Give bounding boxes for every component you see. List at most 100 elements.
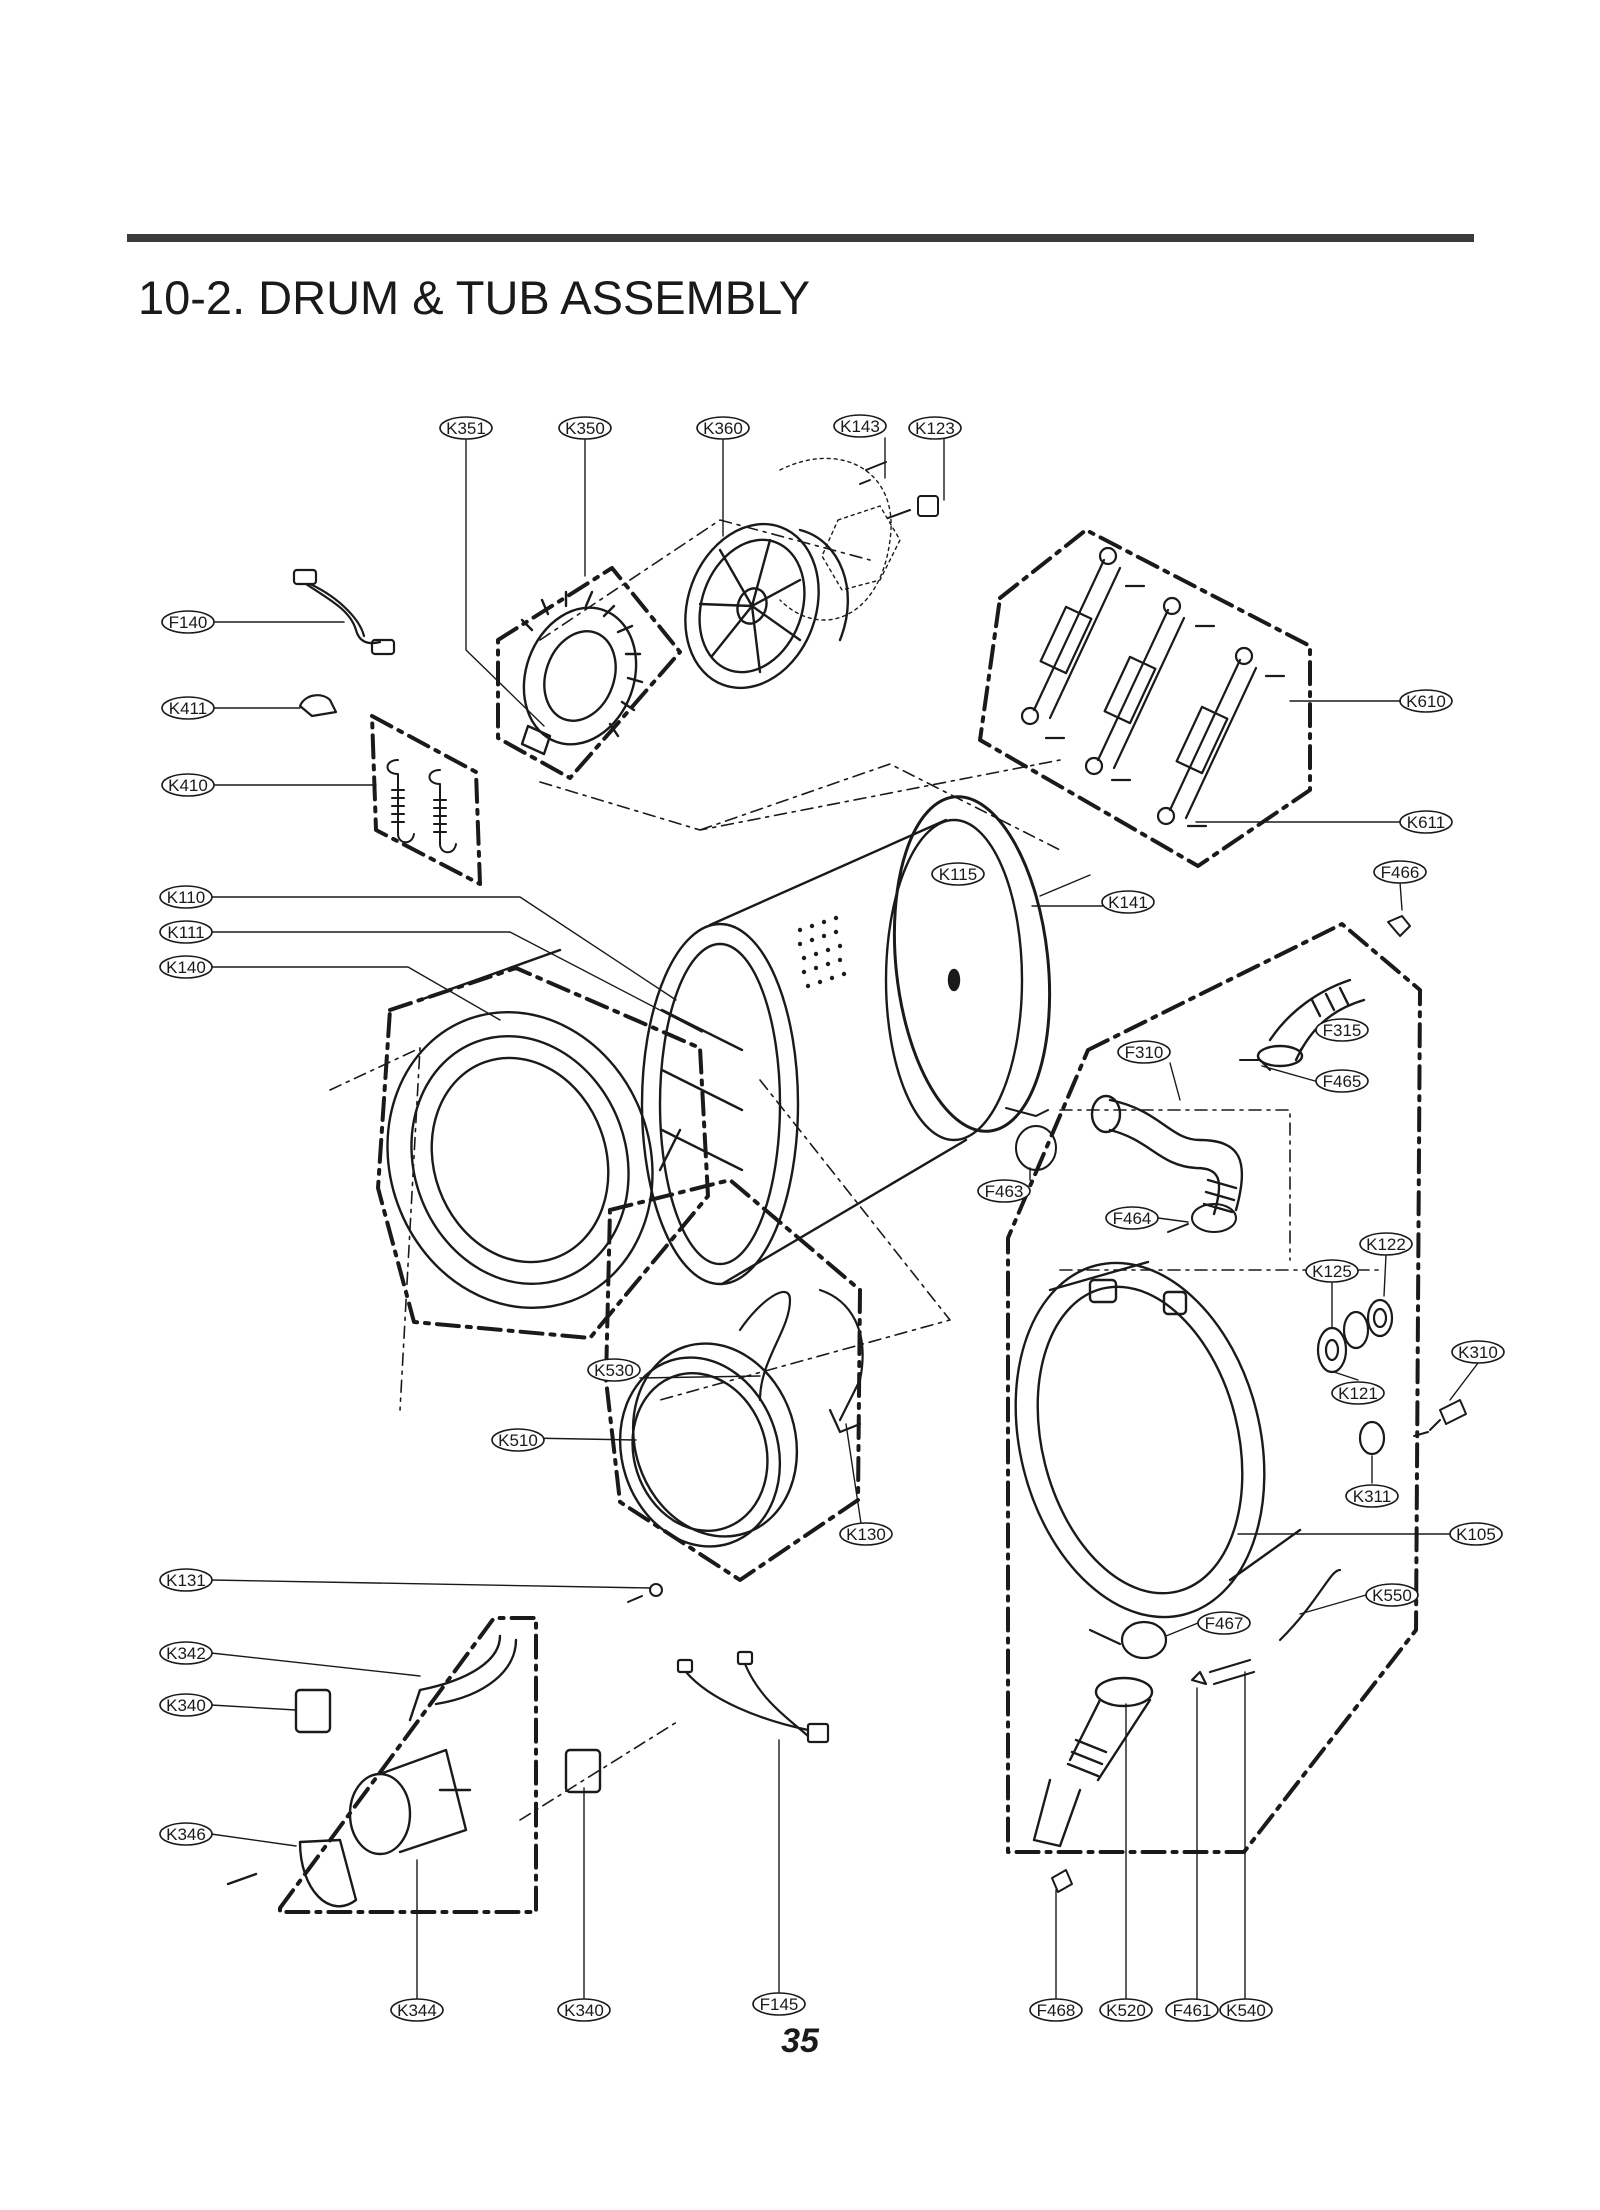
callout-text: F468 xyxy=(1037,2001,1076,2020)
callout-text: F310 xyxy=(1125,1043,1164,1062)
callout-k340-left: K340 xyxy=(159,1693,213,1717)
callout-text: K342 xyxy=(166,1644,206,1663)
callout-text: K143 xyxy=(840,417,880,436)
callout-k140: K140 xyxy=(159,955,213,979)
callout-f315: F315 xyxy=(1315,1018,1369,1042)
callout-text: K520 xyxy=(1106,2001,1146,2020)
bearings-k121-k125-k122 xyxy=(1316,1298,1394,1374)
callout-k123: K123 xyxy=(908,416,962,440)
callout-k610: K610 xyxy=(1399,689,1453,713)
callout-k344: K344 xyxy=(390,1998,444,2022)
tub-front-k140 xyxy=(386,948,682,1310)
valve-group xyxy=(226,1634,602,1908)
hose-f310 xyxy=(1090,1094,1244,1216)
callout-k520: K520 xyxy=(1099,1998,1153,2022)
callout-k131: K131 xyxy=(159,1568,213,1592)
rotor-k360 xyxy=(684,522,849,690)
callout-k130: K130 xyxy=(839,1522,893,1546)
callout-k340-bottom: K340 xyxy=(557,1998,611,2022)
callout-text: K130 xyxy=(846,1525,886,1544)
callout-k111: K111 xyxy=(159,920,213,944)
callout-text: F467 xyxy=(1205,1614,1244,1633)
callout-f467: F467 xyxy=(1197,1611,1251,1635)
callout-text: K510 xyxy=(498,1431,538,1450)
callout-text: K550 xyxy=(1372,1586,1412,1605)
callout-text: K351 xyxy=(446,419,486,438)
callout-k510: K510 xyxy=(491,1428,545,1452)
callout-k115: K115 xyxy=(931,862,985,886)
shock-absorbers-k610 xyxy=(1020,546,1286,828)
callout-k350: K350 xyxy=(558,416,612,440)
callout-text: K105 xyxy=(1456,1525,1496,1544)
callout-f464: F464 xyxy=(1105,1206,1159,1230)
callout-text: F140 xyxy=(169,613,208,632)
callout-text: K340 xyxy=(166,1696,206,1715)
drum-k115 xyxy=(640,818,1024,1286)
callout-k342: K342 xyxy=(159,1641,213,1665)
callout-k141: K141 xyxy=(1101,890,1155,914)
callout-text: F463 xyxy=(985,1182,1024,1201)
callout-text: K123 xyxy=(915,419,955,438)
page-title: 10-2. DRUM & TUB ASSEMBLY xyxy=(138,271,811,324)
callout-k550: K550 xyxy=(1365,1583,1419,1607)
wire-harness-f140 xyxy=(292,568,396,656)
callout-f461: F461 xyxy=(1165,1998,1219,2022)
stator-k350 xyxy=(520,590,644,756)
callout-labels: K351 K350 K360 K143 K123 F140 K411 K410 … xyxy=(159,414,1505,2022)
callout-k346: K346 xyxy=(159,1822,213,1846)
callout-text: K121 xyxy=(1338,1384,1378,1403)
callout-text: K115 xyxy=(939,865,977,884)
callout-f468: F468 xyxy=(1029,1998,1083,2022)
callout-text: K140 xyxy=(166,958,206,977)
callout-text: F464 xyxy=(1113,1209,1152,1228)
wire-harness-f145 xyxy=(676,1650,830,1744)
callout-k110: K110 xyxy=(159,885,213,909)
screw-k131 xyxy=(627,1583,663,1603)
callout-text: K410 xyxy=(168,776,208,795)
callout-text: F461 xyxy=(1173,2001,1212,2020)
springs-k410 xyxy=(386,759,457,854)
callout-text: K111 xyxy=(167,923,204,942)
drain-parts xyxy=(1088,1568,1342,1686)
callout-text: K360 xyxy=(703,419,743,438)
callout-text: K131 xyxy=(166,1571,206,1590)
callout-f145: F145 xyxy=(752,1992,806,2016)
callout-k530: K530 xyxy=(587,1358,641,1382)
ring-k141 xyxy=(892,795,1052,1133)
callout-text: K340 xyxy=(564,2001,604,2020)
leader-lines xyxy=(210,437,1479,2001)
callout-text: K610 xyxy=(1406,692,1446,711)
callout-text: K411 xyxy=(169,699,207,718)
callout-text: K350 xyxy=(565,419,605,438)
callout-text: K311 xyxy=(1353,1487,1391,1506)
header-rule xyxy=(127,234,1474,242)
callout-text: K141 xyxy=(1108,893,1148,912)
tub-back-k105 xyxy=(1014,1260,1302,1619)
callout-text: F145 xyxy=(760,1995,799,2014)
callout-k311: K311 xyxy=(1345,1484,1399,1508)
callout-k105: K105 xyxy=(1449,1522,1503,1546)
callout-text: K540 xyxy=(1226,2001,1266,2020)
callout-f465: F465 xyxy=(1315,1069,1369,1093)
callout-f466: F466 xyxy=(1373,860,1427,884)
drum-perforation xyxy=(797,915,847,989)
callout-k122: K122 xyxy=(1359,1232,1413,1256)
callout-k310: K310 xyxy=(1451,1340,1505,1364)
callout-text: K122 xyxy=(1366,1235,1406,1254)
callout-k540: K540 xyxy=(1219,1998,1273,2022)
gasket-k510 xyxy=(618,1342,799,1548)
callout-text: K125 xyxy=(1312,1262,1352,1281)
callout-k143: K143 xyxy=(833,414,887,438)
callout-text: K530 xyxy=(594,1361,634,1380)
callout-k351: K351 xyxy=(439,416,493,440)
callout-text: K310 xyxy=(1458,1343,1498,1362)
callout-k125: K125 xyxy=(1305,1259,1359,1283)
brackets-k530-k130 xyxy=(738,1288,864,1434)
seal-k311 xyxy=(1358,1420,1386,1456)
callout-text: F466 xyxy=(1381,863,1420,882)
drain-bellows-k520 xyxy=(1032,1676,1154,1848)
clip-k411 xyxy=(298,694,338,718)
callout-text: K611 xyxy=(1407,813,1445,832)
callout-k360: K360 xyxy=(696,416,750,440)
